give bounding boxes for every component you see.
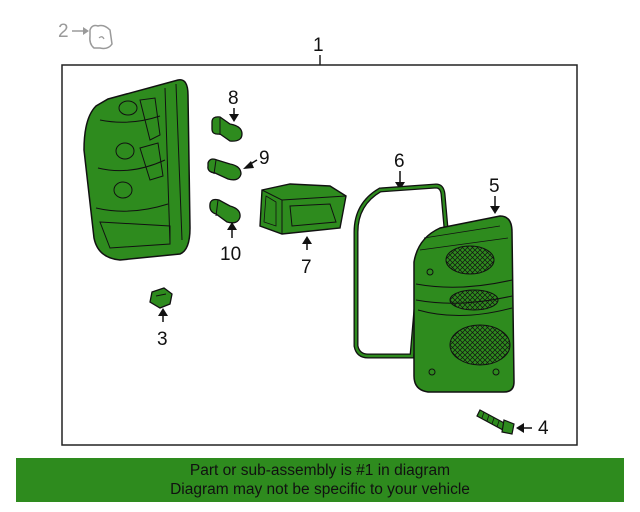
callout-5: 5 bbox=[489, 176, 500, 197]
part-8-bulb[interactable] bbox=[211, 116, 243, 142]
callout-2-group: 2 bbox=[58, 21, 113, 50]
callout-4: 4 bbox=[538, 418, 549, 439]
notice-line-2: Diagram may not be specific to your vehi… bbox=[170, 481, 470, 498]
parts-diagram: 2 1 8 9 10 bbox=[58, 21, 578, 446]
part-7-reflector[interactable] bbox=[259, 183, 347, 235]
diagram-notice-banner: Part or sub-assembly is #1 in diagram Di… bbox=[16, 458, 624, 502]
part-5-lens[interactable] bbox=[413, 215, 515, 393]
callout-10: 10 bbox=[220, 244, 241, 265]
notice-line-1: Part or sub-assembly is #1 in diagram bbox=[189, 462, 451, 479]
assembly-frame bbox=[61, 64, 578, 446]
callout-2: 2 bbox=[58, 21, 69, 42]
part-lamp-housing[interactable] bbox=[83, 79, 191, 261]
part-3-socket[interactable] bbox=[149, 287, 173, 309]
part-4-screw[interactable] bbox=[476, 409, 515, 435]
callout-9: 9 bbox=[259, 148, 270, 169]
callout-1: 1 bbox=[313, 35, 324, 56]
part-10-bulb[interactable] bbox=[209, 198, 241, 224]
callout-6: 6 bbox=[394, 151, 405, 172]
part-2-clip-icon[interactable] bbox=[89, 24, 113, 50]
part-6-gasket[interactable] bbox=[353, 183, 449, 359]
part-9-bulb[interactable] bbox=[207, 158, 242, 181]
callout-8: 8 bbox=[228, 88, 239, 109]
callout-3: 3 bbox=[157, 329, 168, 350]
callout-7: 7 bbox=[301, 257, 312, 278]
